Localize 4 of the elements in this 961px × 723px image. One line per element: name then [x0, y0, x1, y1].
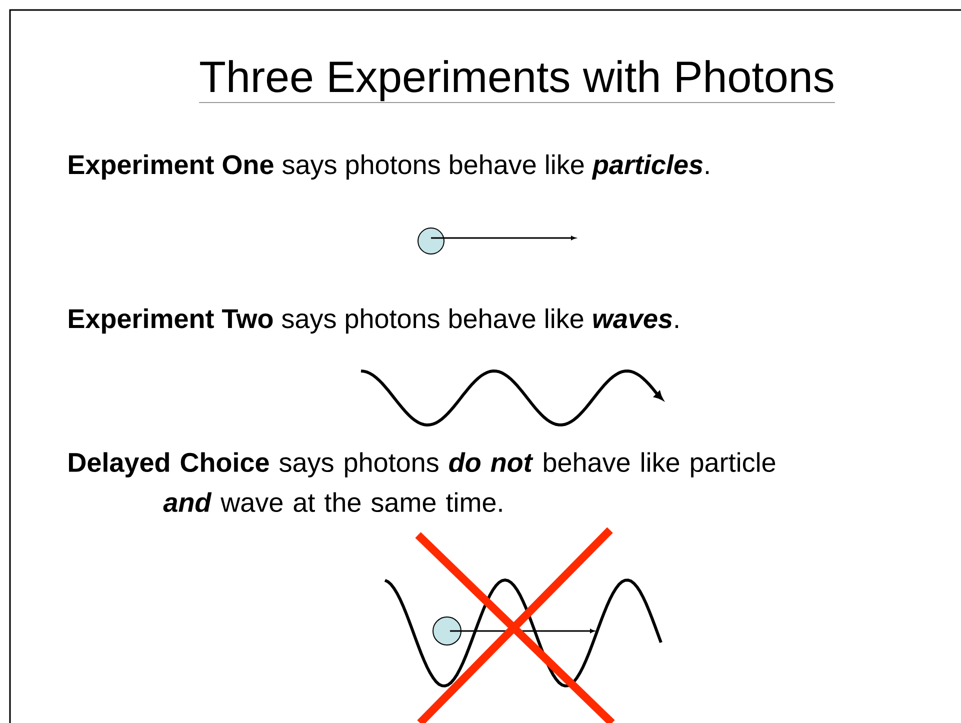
statement-text: Experiment One says photons behave like particles. — [69, 154, 709, 180]
statement-text: Delayed Choice says photons do not behave like particle and wave at the same time. — [69, 452, 776, 512]
statement-text: Experiment Two says photons behave like waves. — [69, 308, 678, 334]
slide-title: Three Experiments with Photons — [198, 60, 836, 103]
